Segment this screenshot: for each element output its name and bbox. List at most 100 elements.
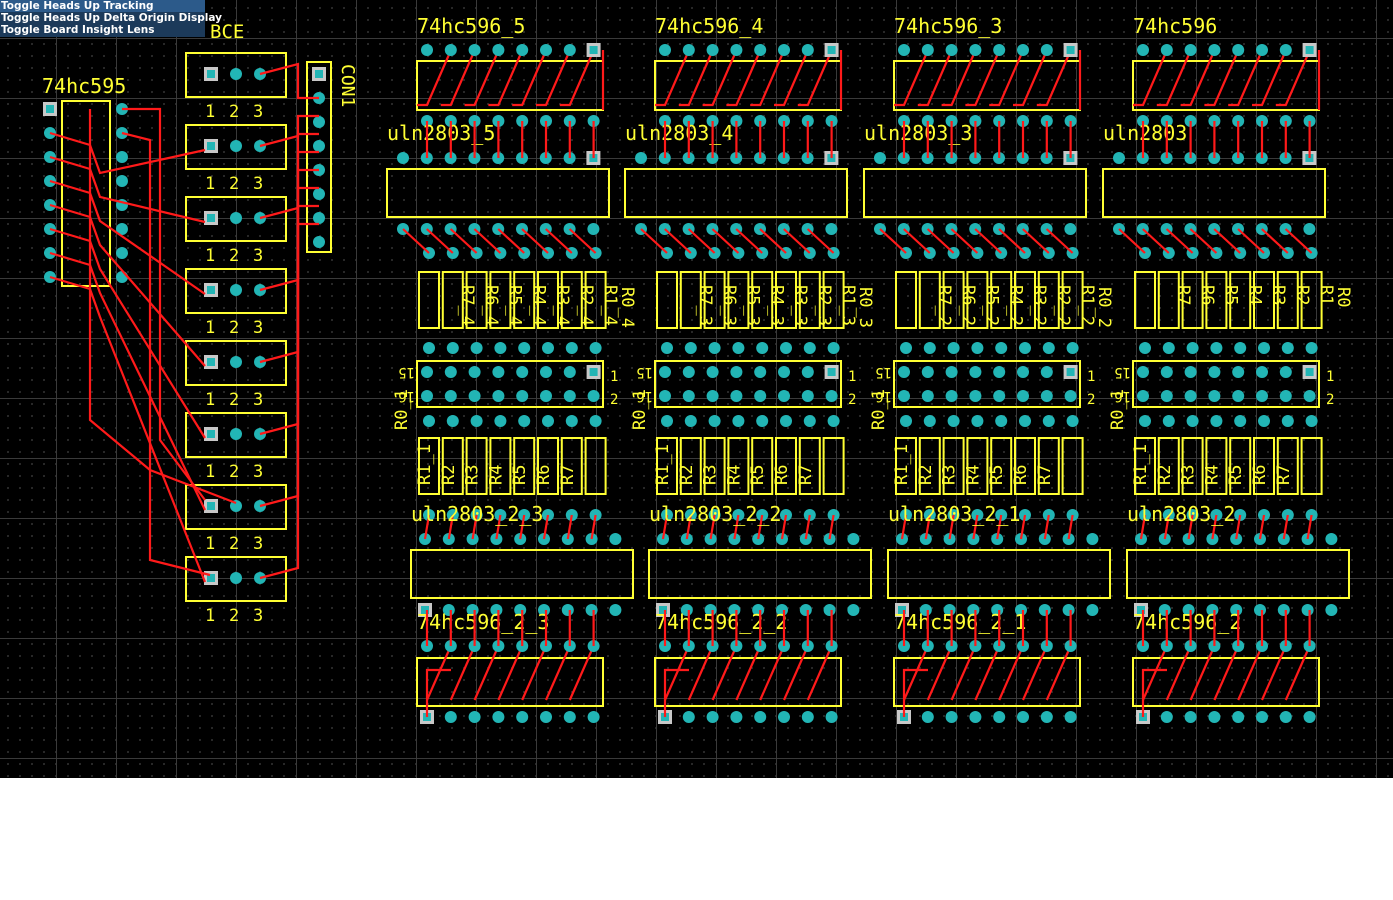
track-resistor bbox=[1045, 228, 1074, 254]
track-ic bbox=[1252, 49, 1288, 107]
bottom-ic-outline bbox=[893, 657, 1081, 707]
track-ic bbox=[687, 645, 714, 701]
label-bottom-driver: uln2803_2_3 bbox=[411, 502, 543, 526]
track-resistor bbox=[1022, 228, 1050, 254]
toggle-heads-up-tracking[interactable]: Toggle Heads Up Tracking bbox=[0, 0, 205, 12]
resistor-pin bbox=[1139, 415, 1151, 427]
track-ic bbox=[536, 49, 572, 107]
label-bottom-driver: uln2803_2_2 bbox=[649, 502, 781, 526]
pin-number: 3 bbox=[253, 534, 263, 554]
heads-up-menu: Toggle Heads Up Tracking Toggle Heads Up… bbox=[0, 0, 222, 37]
track-resistor bbox=[590, 514, 597, 540]
track-resistor bbox=[566, 514, 573, 540]
track-resistor bbox=[1284, 228, 1313, 254]
label-top-ic: 74hc596_5 bbox=[417, 14, 525, 38]
bottom-ic-pin bbox=[945, 711, 958, 723]
toggle-heads-up-delta-origin-display[interactable]: Toggle Heads Up Delta Origin Display bbox=[1, 12, 222, 24]
resistor-pin bbox=[1234, 342, 1247, 354]
middle-connector-pin bbox=[778, 390, 790, 402]
bottom-ic-pin bbox=[754, 711, 767, 723]
label-top-driver: uln2803_4 bbox=[625, 121, 733, 145]
resistor-pin bbox=[1186, 342, 1199, 354]
resistor-pin bbox=[995, 415, 1008, 427]
resistor-outline bbox=[822, 271, 845, 329]
resistor-label: R5_3 bbox=[743, 285, 763, 326]
resistor-pin bbox=[423, 415, 435, 427]
top-ic-pin bbox=[1184, 44, 1197, 56]
track-ic bbox=[1165, 645, 1192, 701]
transistor-outline bbox=[185, 340, 287, 386]
resistor-outline bbox=[584, 437, 607, 495]
pin-number: 2 bbox=[229, 102, 239, 122]
resistor-pin bbox=[661, 342, 673, 354]
middle-connector-pin bbox=[801, 390, 814, 402]
resistor-label: R5 bbox=[1226, 465, 1246, 485]
resistor-outline bbox=[489, 271, 512, 329]
resistor-pin bbox=[1162, 342, 1175, 354]
pin-number: 2 bbox=[610, 392, 618, 408]
bottom-ic-pin bbox=[444, 711, 457, 723]
pad-hole bbox=[207, 502, 215, 510]
track-resistor bbox=[948, 514, 955, 540]
transistor-outline bbox=[185, 412, 287, 458]
middle-connector-pin bbox=[563, 390, 576, 402]
top-driver-pin bbox=[874, 152, 886, 164]
bottom-ic-pin bbox=[1279, 711, 1292, 723]
pin-number: 15 bbox=[398, 364, 415, 380]
pad-hole bbox=[1137, 606, 1145, 614]
track-ic bbox=[544, 645, 571, 701]
resistor-pin bbox=[1186, 415, 1199, 427]
resistor-outline bbox=[990, 271, 1013, 329]
pad-hole bbox=[589, 46, 598, 54]
resistor-label: R3 bbox=[701, 465, 721, 485]
top-ic-pin bbox=[801, 44, 814, 56]
track-ic bbox=[750, 49, 786, 107]
pad-hole bbox=[898, 606, 906, 614]
resistor-label: R6_3 bbox=[719, 285, 739, 326]
pcb-canvas[interactable] bbox=[0, 0, 1393, 778]
middle-connector-pin bbox=[1160, 390, 1173, 402]
top-ic-pin bbox=[516, 44, 529, 56]
track-resistor bbox=[423, 514, 431, 540]
transistor-pin bbox=[230, 68, 242, 80]
pin-number: 16 bbox=[1114, 388, 1131, 404]
pad-hole bbox=[1066, 46, 1075, 54]
resistor-outline bbox=[1134, 271, 1156, 329]
label-top-ic: 74hc596 bbox=[1133, 14, 1217, 38]
resistor-pin bbox=[1066, 415, 1079, 427]
pad-hole bbox=[589, 368, 598, 376]
bottom-ic-pin bbox=[516, 711, 529, 723]
toggle-board-insight-lens[interactable]: Toggle Board Insight Lens bbox=[1, 24, 155, 36]
track-resistor bbox=[1187, 514, 1194, 540]
resistor-outline bbox=[727, 271, 750, 329]
pad-hole bbox=[1305, 46, 1314, 54]
track-ic bbox=[894, 49, 930, 107]
bottom-driver-pin bbox=[1038, 604, 1051, 616]
label-74hc595: 74hc595 bbox=[42, 74, 126, 98]
pin-number: 1 bbox=[205, 534, 215, 554]
resistor-outline bbox=[584, 271, 607, 329]
track-ic bbox=[655, 49, 691, 107]
resistor-outline bbox=[895, 437, 917, 495]
top-ic-pin bbox=[706, 44, 719, 56]
top-ic-outline bbox=[1132, 60, 1320, 111]
resistor-outline bbox=[751, 271, 774, 329]
resistor-label: R3_4 bbox=[552, 285, 572, 326]
middle-connector-pin bbox=[1040, 366, 1053, 378]
track-left bbox=[88, 109, 237, 505]
top-ic-pin bbox=[659, 44, 671, 56]
track-resistor bbox=[1258, 514, 1266, 540]
middle-connector-pin bbox=[706, 390, 719, 402]
resistor-outline bbox=[918, 437, 941, 495]
resistor-pin bbox=[708, 415, 721, 427]
resistor-outline bbox=[513, 437, 536, 495]
middle-connector-outline bbox=[654, 360, 842, 408]
resistor-pin bbox=[971, 342, 984, 354]
resistor-pin bbox=[1258, 415, 1270, 427]
resistor-pin bbox=[732, 342, 745, 354]
middle-connector-pin bbox=[1279, 366, 1292, 378]
middle-connector-pin bbox=[682, 366, 695, 378]
resistor-label: R7_2 bbox=[934, 285, 954, 326]
resistor-pin bbox=[661, 415, 673, 427]
